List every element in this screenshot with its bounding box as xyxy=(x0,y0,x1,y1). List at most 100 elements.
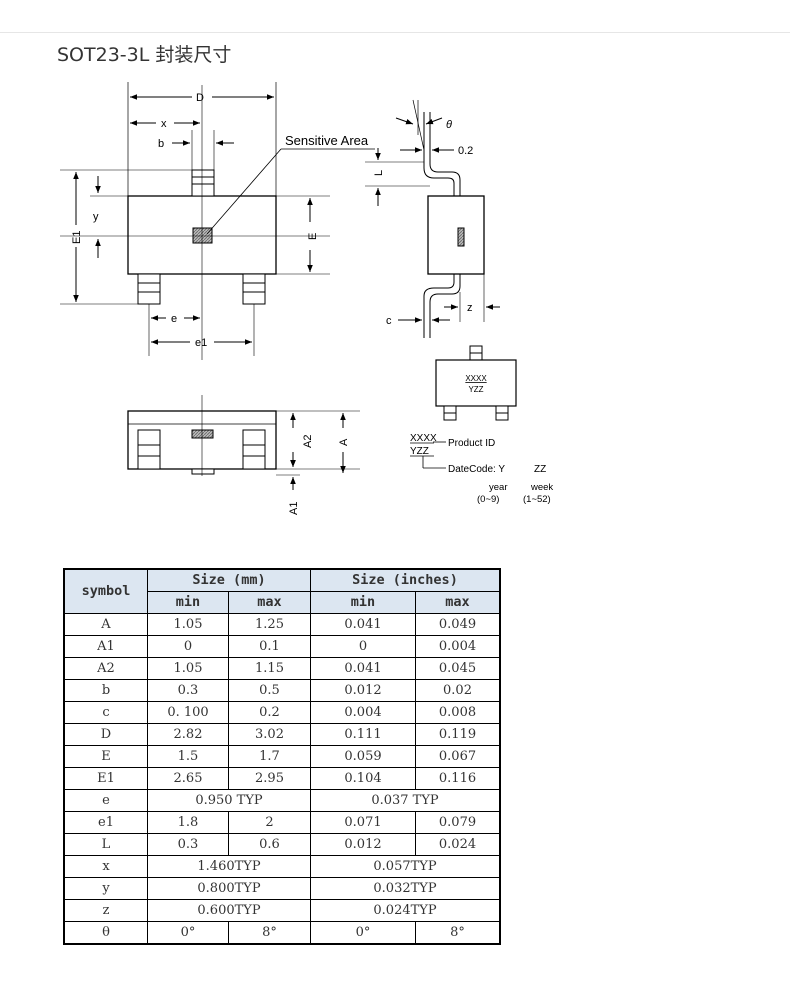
side-view xyxy=(365,99,500,338)
cell-in-typ: 0.057TYP xyxy=(310,855,501,878)
cell-sym: A xyxy=(63,613,148,636)
cell-mm-min: 0° xyxy=(147,921,229,945)
cell-in-max: 0.116 xyxy=(415,767,501,790)
header-in-min: min xyxy=(310,591,416,614)
label-D: D xyxy=(196,92,204,104)
cell-in-min: 0.111 xyxy=(310,723,416,746)
marking-line2: YZZ xyxy=(468,385,483,394)
cell-mm-max: 0.6 xyxy=(228,833,311,856)
legend-xxxx: XXXX xyxy=(410,433,437,444)
legend-week-range: (1~52) xyxy=(523,494,551,505)
cell-mm-min: 0.3 xyxy=(147,833,229,856)
cell-sym: E xyxy=(63,745,148,768)
cell-in-min: 0 xyxy=(310,635,416,658)
marking-diagram xyxy=(410,345,517,469)
label-E: E xyxy=(307,233,319,240)
header-size-mm: Size (mm) xyxy=(147,568,311,592)
cell-in-min: 0.071 xyxy=(310,811,416,834)
cell-mm-typ: 0.950 TYP xyxy=(147,789,311,812)
cell-sym: A2 xyxy=(63,657,148,680)
cell-sym: y xyxy=(63,877,148,900)
sensitive-area xyxy=(192,227,213,244)
cell-mm-min: 1.05 xyxy=(147,613,229,636)
label-E1: E1 xyxy=(71,231,83,244)
cell-sym: z xyxy=(63,899,148,922)
cell-in-max: 0.049 xyxy=(415,613,501,636)
label-L: L xyxy=(373,170,385,176)
header-in-max: max xyxy=(415,591,501,614)
cell-mm-min: 2.65 xyxy=(147,767,229,790)
cell-mm-typ: 0.600TYP xyxy=(147,899,311,922)
cell-sym: x xyxy=(63,855,148,878)
cell-mm-max: 1.7 xyxy=(228,745,311,768)
cell-in-min: 0.041 xyxy=(310,613,416,636)
label-sensitive-area: Sensitive Area xyxy=(285,133,369,148)
package-drawing: D x b Sensitive Area y E1 E e e1 θ 0.2 L… xyxy=(60,82,553,515)
cell-mm-max: 3.02 xyxy=(228,723,311,746)
cell-in-max: 0.119 xyxy=(415,723,501,746)
cell-in-max: 0.024 xyxy=(415,833,501,856)
legend-year-range: (0~9) xyxy=(477,494,499,505)
header-mm-min: min xyxy=(147,591,229,614)
cell-mm-typ: 0.800TYP xyxy=(147,877,311,900)
label-b: b xyxy=(158,138,164,150)
label-theta: θ xyxy=(446,119,452,131)
cell-in-max: 0.02 xyxy=(415,679,501,702)
header-size-inches: Size (inches) xyxy=(310,568,501,592)
cell-sym: L xyxy=(63,833,148,856)
cell-in-min: 0.004 xyxy=(310,701,416,724)
cell-sym: D xyxy=(63,723,148,746)
label-A1: A1 xyxy=(288,502,300,515)
cell-in-max: 0.079 xyxy=(415,811,501,834)
legend-yzz: YZZ xyxy=(410,446,429,457)
legend-zz: ZZ xyxy=(534,464,546,475)
cell-sym: c xyxy=(63,701,148,724)
cell-mm-min: 1.5 xyxy=(147,745,229,768)
cell-in-min: 0.041 xyxy=(310,657,416,680)
cell-mm-max: 2.95 xyxy=(228,767,311,790)
header-symbol: symbol xyxy=(63,568,148,614)
cell-in-max: 0.008 xyxy=(415,701,501,724)
label-A2: A2 xyxy=(302,435,314,448)
cell-in-typ: 0.037 TYP xyxy=(310,789,501,812)
top-view xyxy=(60,82,375,360)
label-x: x xyxy=(161,118,167,130)
cell-mm-max: 0.2 xyxy=(228,701,311,724)
legend-week: week xyxy=(530,482,553,493)
label-z: z xyxy=(467,302,473,314)
cell-in-max: 0.067 xyxy=(415,745,501,768)
label-c: c xyxy=(386,315,392,327)
cell-in-typ: 0.024TYP xyxy=(310,899,501,922)
cell-mm-max: 1.15 xyxy=(228,657,311,680)
cell-mm-max: 0.1 xyxy=(228,635,311,658)
cell-sym: b xyxy=(63,679,148,702)
cell-in-min: 0.104 xyxy=(310,767,416,790)
cell-mm-min: 1.05 xyxy=(147,657,229,680)
front-view xyxy=(127,395,360,490)
legend-product-id: Product ID xyxy=(448,438,495,449)
page-title: SOT23-3L 封装尺寸 xyxy=(57,44,232,66)
cell-mm-min: 2.82 xyxy=(147,723,229,746)
cell-mm-min: 0.3 xyxy=(147,679,229,702)
cell-in-max: 8° xyxy=(415,921,501,945)
cell-in-min: 0.059 xyxy=(310,745,416,768)
cell-in-typ: 0.032TYP xyxy=(310,877,501,900)
label-0.2: 0.2 xyxy=(458,145,473,157)
cell-mm-max: 0.5 xyxy=(228,679,311,702)
cell-mm-typ: 1.460TYP xyxy=(147,855,311,878)
cell-mm-min: 1.8 xyxy=(147,811,229,834)
